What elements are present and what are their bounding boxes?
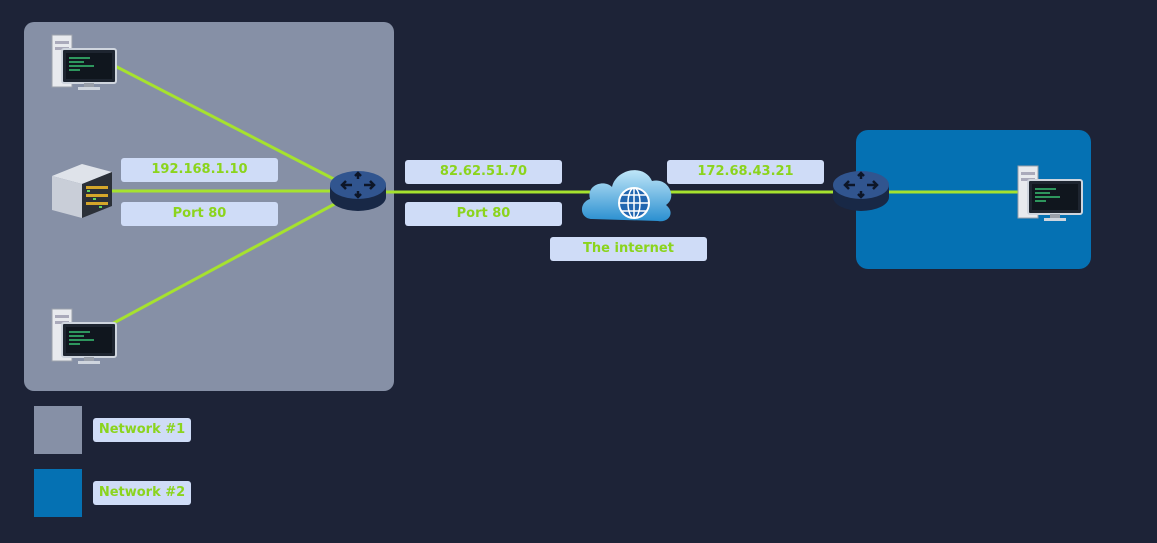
router-icon <box>833 171 889 211</box>
remote-ip-label: 172.68.43.21 <box>667 160 824 184</box>
server-rack-icon <box>52 164 112 218</box>
legend-label-network-2: Network #2 <box>93 481 191 505</box>
legend-swatch-network-2 <box>34 469 82 517</box>
link-top-workstation <box>114 64 356 192</box>
internet-label: The internet <box>550 237 707 261</box>
link-bottom-workstation <box>109 191 356 327</box>
wan-port-label: Port 80 <box>405 202 562 226</box>
legend-swatch-network-1 <box>34 406 82 454</box>
wan-ip-label: 82.62.51.70 <box>405 160 562 184</box>
legend-label-network-1: Network #1 <box>93 418 191 442</box>
lan-ip-label: 192.168.1.10 <box>121 158 278 182</box>
workstation-icon <box>51 34 117 90</box>
cloud-globe-icon <box>581 170 672 222</box>
lan-port-label: Port 80 <box>121 202 278 226</box>
workstation-icon <box>1017 165 1083 221</box>
router-icon <box>330 171 386 211</box>
workstation-icon <box>51 308 117 364</box>
